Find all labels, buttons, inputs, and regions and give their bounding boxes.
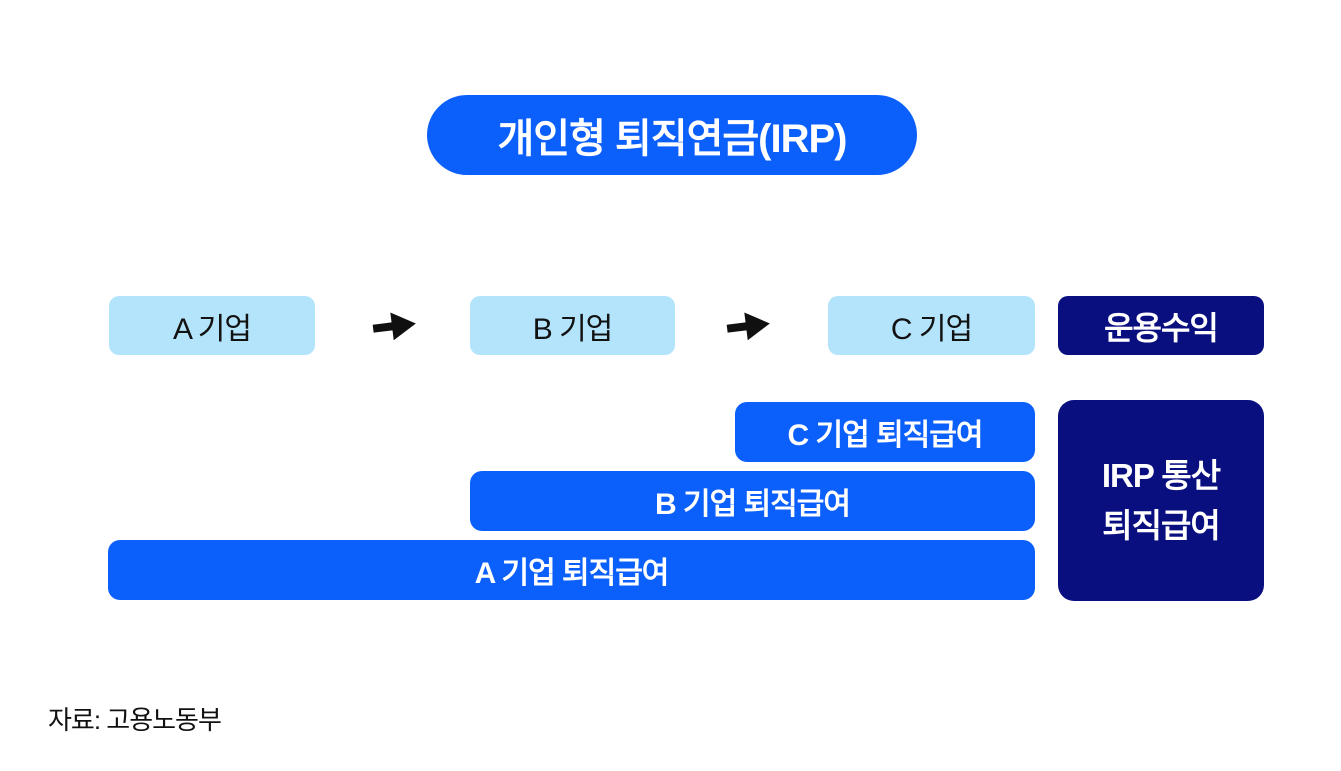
company-box-a: A 기업 — [109, 296, 315, 355]
source-note: 자료: 고용노동부 — [48, 700, 222, 737]
company-b-label: B 기업 — [532, 312, 614, 346]
benefit-bar-a: A 기업 퇴직급여 — [108, 540, 1035, 600]
company-a-label: A 기업 — [173, 312, 252, 346]
benefit-bar-b: B 기업 퇴직급여 — [470, 471, 1035, 531]
benefit-bar-b-label: B 기업 퇴직급여 — [655, 488, 851, 521]
source-text: 자료: 고용노동부 — [48, 705, 222, 735]
operating-profit-box: 운용수익 — [1058, 296, 1264, 355]
company-c-label: C 기업 — [890, 312, 973, 346]
title-pill: 개인형 퇴직연금(IRP) — [427, 95, 917, 175]
benefit-bar-c-label: C 기업 퇴직급여 — [787, 419, 984, 452]
page-title: 개인형 퇴직연금(IRP) — [497, 117, 847, 161]
benefit-bar-c: C 기업 퇴직급여 — [735, 402, 1035, 462]
irp-box-line2: 퇴직급여 — [1102, 506, 1220, 544]
operating-profit-label: 운용수익 — [1104, 309, 1219, 346]
right-arrow-icon — [723, 303, 776, 349]
right-arrow-icon — [369, 303, 422, 349]
irp-box-line1: IRP 통산 — [1101, 457, 1221, 494]
benefit-bar-a-label: A 기업 퇴직급여 — [474, 557, 670, 590]
company-box-b: B 기업 — [470, 296, 675, 355]
company-box-c: C 기업 — [828, 296, 1035, 355]
irp-total-benefit-box: IRP 통산 퇴직급여 — [1058, 400, 1264, 601]
